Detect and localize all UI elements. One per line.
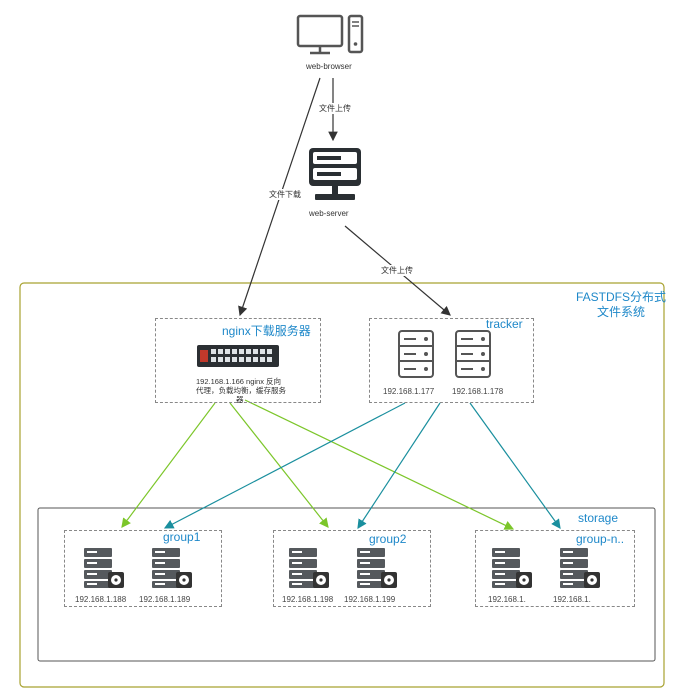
fastdfs-title-line2: 文件系统 <box>596 305 645 319</box>
browser-label: web-browser <box>306 62 352 71</box>
nginx-title: nginx下载服务器 <box>222 324 311 338</box>
web-server-icon <box>309 148 361 200</box>
group1-box <box>64 530 222 607</box>
arrow-nginx-group1 <box>121 402 216 528</box>
switch-icon <box>196 343 280 369</box>
browser-node <box>296 14 366 56</box>
server-label: web-server <box>309 209 349 218</box>
storage-frame <box>37 507 656 662</box>
edge-label-upload-2: 文件上传 <box>380 265 414 276</box>
fastdfs-frame <box>19 282 665 688</box>
group1-title: group1 <box>163 530 201 544</box>
tracker-server-icon-2 <box>455 330 491 378</box>
group1-ip-1: 192.168.1.188 <box>75 595 127 604</box>
nginx-desc-line1: 192.168.1.166 nginx 反向 <box>196 377 282 386</box>
group2-ip-2: 192.168.1.199 <box>344 595 396 604</box>
nginx-desc-line3: 器 <box>236 395 244 404</box>
fastdfs-title-line1: FASTDFS分布式 <box>575 290 666 304</box>
nginx-desc-line2: 代理，负载均衡，缓存服务 <box>196 386 286 395</box>
group1-ip-2: 192.168.1.189 <box>139 595 191 604</box>
fastdfs-title: FASTDFS分布式 文件系统 <box>575 290 667 320</box>
groupn-ip-2: 192.168.1. <box>553 595 591 604</box>
nginx-box <box>155 318 321 403</box>
arrow-tracker-groupn <box>469 402 561 529</box>
tracker-box <box>369 318 534 403</box>
arrow-nginx-groupn <box>244 399 515 530</box>
arrow-tracker-group2 <box>357 402 441 530</box>
tracker-ip-1: 192.168.1.177 <box>383 387 435 396</box>
groupn-box <box>475 530 635 607</box>
tracker-server-icon-1 <box>398 330 434 378</box>
tracker-ip-2: 192.168.1.178 <box>452 387 504 396</box>
group2-box <box>273 530 431 607</box>
group2-title: group2 <box>369 532 407 546</box>
groupn-ip-1: 192.168.1. <box>488 595 526 604</box>
server-node <box>307 146 363 204</box>
arrow-tracker-group1 <box>163 402 406 529</box>
edge-label-upload-1: 文件上传 <box>318 103 352 114</box>
nginx-description: 192.168.1.166 nginx 反向 代理，负载均衡，缓存服务 器 <box>196 377 286 404</box>
tracker-title: tracker <box>486 317 523 331</box>
group2-ip-1: 192.168.1.198 <box>282 595 334 604</box>
edge-label-download: 文件下载 <box>268 189 302 200</box>
arrow-nginx-group2 <box>229 402 329 528</box>
storage-title: storage <box>578 511 619 525</box>
groupn-title: group-n.. <box>576 532 625 546</box>
computer-icon <box>296 14 364 55</box>
